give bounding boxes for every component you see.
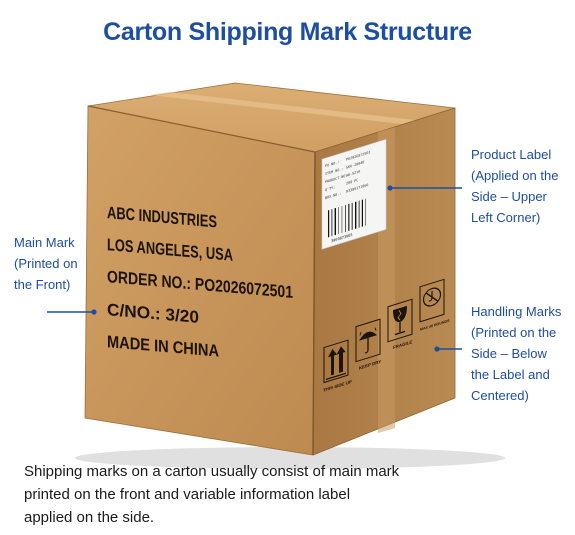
ground-shadow [75,447,505,469]
barcode-bar [348,203,350,232]
barcode-bar [331,208,333,237]
sticker-key-5: BOX NO.: [325,191,341,200]
this-side-up-icon [323,339,349,384]
handling-marks-callout: Handling Marks (Printed on the Side – Be… [471,301,561,406]
diagram-title: Carton Shipping Mark Structure [103,18,472,46]
handling-marks-label-3: Side – Below [471,346,547,361]
product-label-callout: Product Label (Applied on the Side – Upp… [471,144,558,228]
sticker-val-4: 200 PC [346,178,358,186]
product-label-label-4: Left Corner) [471,210,541,225]
main-mark-pointer [47,309,97,315]
sticker-key-1: PO NO.: [325,160,339,168]
handling-marks-pointer [434,346,462,352]
main-mark-callout: Main Mark (Printed on the Front) [14,232,78,295]
product-label-label-1: Product Label [471,147,552,162]
sticker-val-5: D3309171866 [346,183,368,194]
caption-line-2: printed on the front and variable inform… [24,486,351,503]
barcode-number: 3069873965 [331,233,353,244]
caption-line-3: applied on the side. [24,509,155,526]
product-label-sticker: PO NO.: PO2026072501 ITEM NO.: SKU-20040… [321,138,387,250]
barcode-bar [361,199,363,227]
keep-dry-icon [355,318,381,363]
product-label-label-2: (Applied on the [471,168,559,183]
handling-marks-label-1: Handling Marks [471,304,562,319]
barcode-bar [351,202,353,230]
barcode-bar [345,204,346,232]
fragile-text: FRAGILE [393,339,412,350]
sticker-key-4: Q'TY: [325,185,335,192]
max-weight-icon [419,278,445,323]
main-mark-label-2: (Printed on [14,256,78,271]
handling-marks-label-4: the Label and [471,367,550,382]
barcode-bar [338,206,339,235]
barcode-icon [328,198,366,238]
barcode-bar [328,209,330,238]
packing-tape-top [150,92,415,124]
handling-marks-label-2: (Printed on the [471,325,557,340]
keep-dry-text: KEEP DRY [359,359,381,371]
fragile-icon [387,298,413,343]
barcode-bar [334,207,337,236]
product-label-label-3: Side – Upper [471,189,547,204]
product-label-pointer [387,185,462,191]
main-mark-label-3: the Front) [14,277,71,292]
sticker-val-3: AX-5210 [346,169,360,177]
caption-line-1: Shipping marks on a carton usually consi… [24,463,400,480]
barcode-bar [365,198,366,226]
sticker-val-2: SKU-20040 [346,160,364,170]
barcode-bar [341,205,343,234]
barcode-bar [355,201,357,229]
caption: Shipping marks on a carton usually consi… [24,460,494,529]
sticker-key-3: PRODUCT NO.: [325,173,349,184]
sticker-val-1: PO2026072501 [346,150,370,161]
sticker-key-2: ITEM NO.: [325,167,343,177]
main-mark-label-1: Main Mark [14,235,75,250]
barcode-bar [358,200,360,228]
handling-marks-label-5: Centered) [471,388,529,403]
